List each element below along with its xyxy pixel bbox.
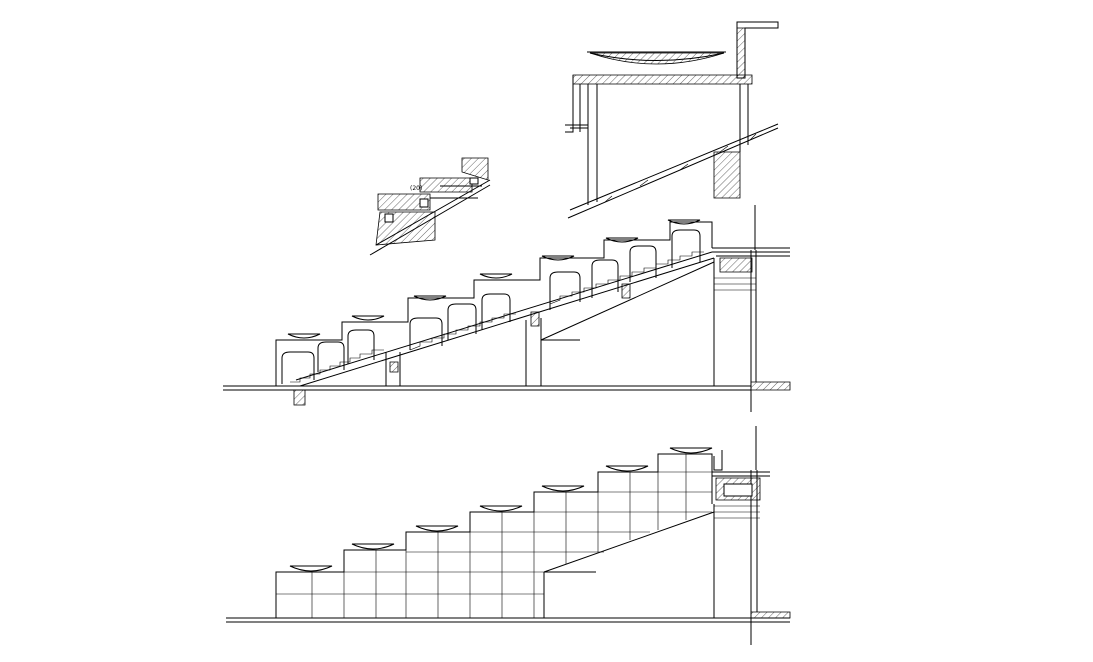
elevation-with-tiles-view	[226, 426, 790, 645]
lamp-fixtures	[288, 220, 700, 338]
tile-grid	[276, 454, 712, 618]
section-with-seats-view	[223, 205, 790, 412]
step-detail-view: (20)	[370, 158, 490, 255]
step-dimension-label: (20)	[410, 185, 422, 192]
lamp-fixtures-elevation	[290, 448, 712, 571]
roof-detail-view	[565, 22, 778, 218]
seat-row	[282, 230, 700, 384]
